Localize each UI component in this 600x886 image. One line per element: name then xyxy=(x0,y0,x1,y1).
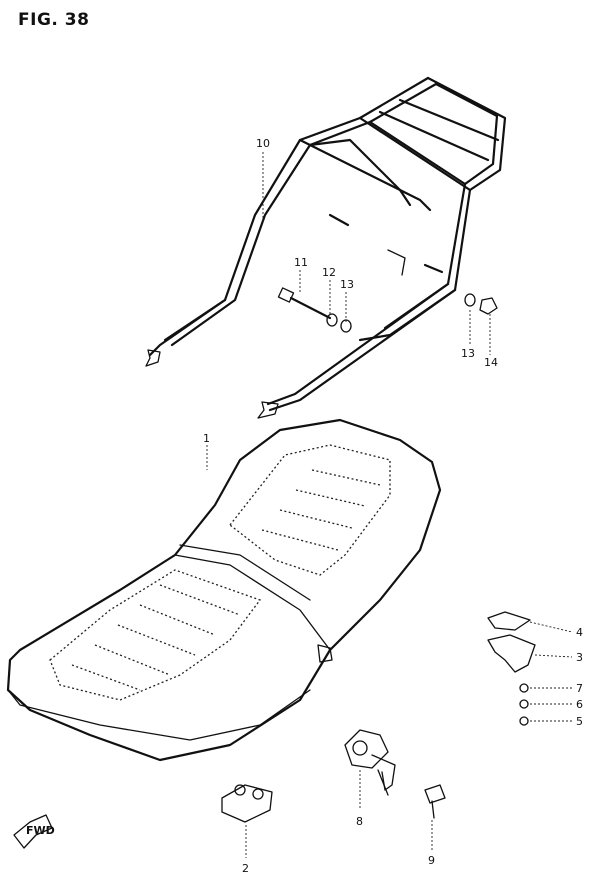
callout-6: 6 xyxy=(576,698,583,711)
callout-1: 1 xyxy=(203,432,210,445)
seat-cushion xyxy=(221,784,273,823)
callout-11: 11 xyxy=(294,256,308,269)
callout-8: 8 xyxy=(356,815,363,828)
callout-labels: 10 11 12 13 13 14 1 4 3 7 6 5 8 9 2 xyxy=(203,137,583,875)
luggage-rack xyxy=(145,76,507,419)
leader-lines xyxy=(206,152,573,858)
seat-lock xyxy=(344,729,396,796)
seat xyxy=(6,418,442,762)
lock-screw xyxy=(424,784,446,819)
callout-9: 9 xyxy=(428,854,435,867)
bolt-set xyxy=(277,287,498,333)
figure-title: FIG. 38 xyxy=(18,10,90,30)
callout-14: 14 xyxy=(484,356,498,369)
callout-7: 7 xyxy=(576,682,583,695)
callout-13a: 13 xyxy=(340,278,354,291)
fwd-label: FWD xyxy=(26,824,55,837)
forward-arrow-icon: FWD xyxy=(13,814,55,849)
callout-4: 4 xyxy=(576,626,583,639)
callout-3: 3 xyxy=(576,651,583,664)
seat-bracket-parts xyxy=(487,611,536,726)
callout-2: 2 xyxy=(242,862,249,875)
callout-10: 10 xyxy=(256,137,270,150)
callout-12: 12 xyxy=(322,266,336,279)
callout-13b: 13 xyxy=(461,347,475,360)
callout-5: 5 xyxy=(576,715,583,728)
